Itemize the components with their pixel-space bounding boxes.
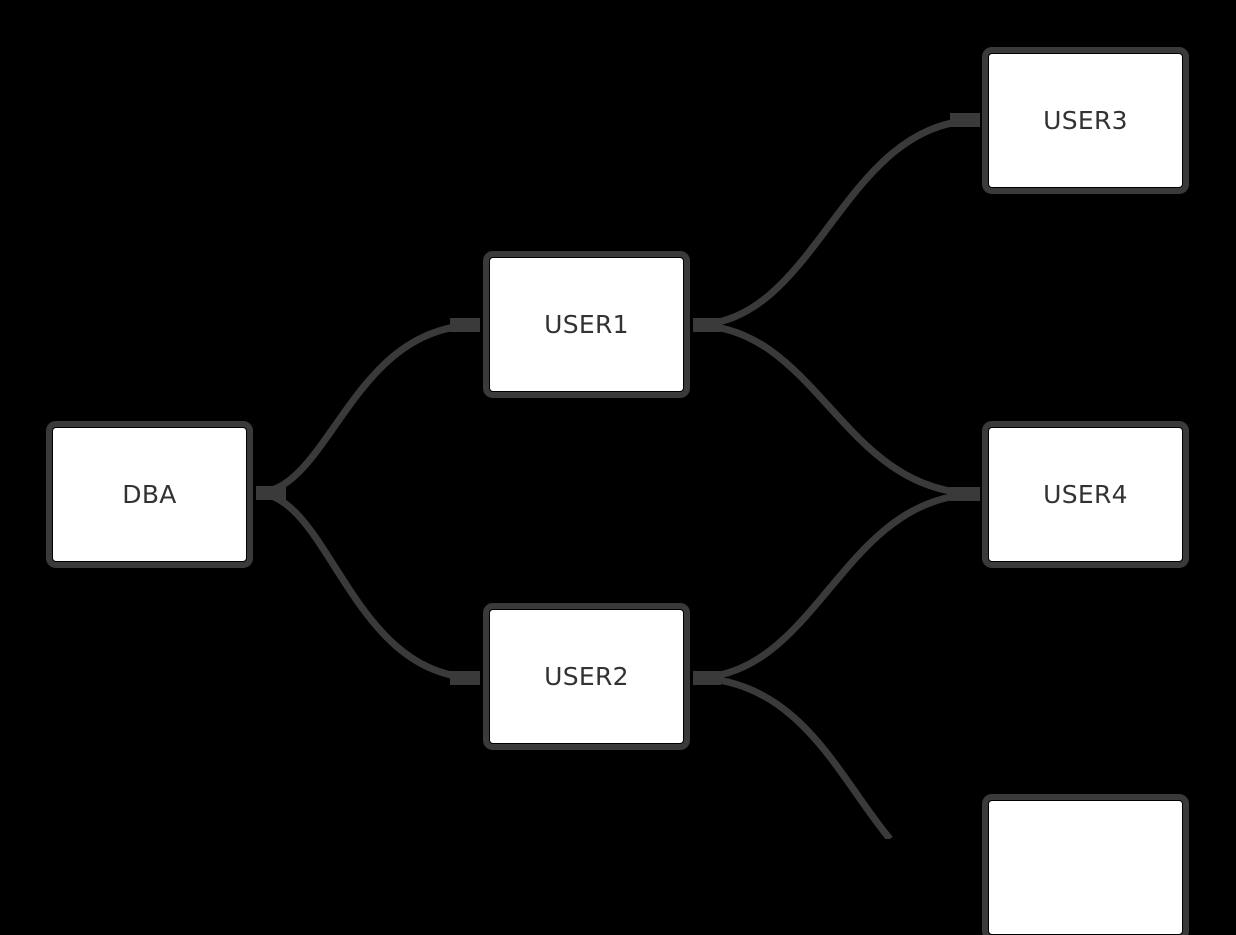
node-user3-label: USER3 bbox=[1043, 106, 1128, 135]
port-dba-out bbox=[256, 486, 286, 500]
tree-diagram: DBA USER1 USER2 USER3 USER4 bbox=[52, 53, 1183, 935]
node-user2-label: USER2 bbox=[544, 662, 629, 691]
node-user4-label: USER4 bbox=[1043, 480, 1128, 509]
edge-user2-user4 bbox=[692, 490, 981, 682]
node-user4[interactable]: USER4 bbox=[988, 427, 1183, 562]
port-user1-in bbox=[450, 318, 480, 332]
node-dba-label: DBA bbox=[122, 480, 177, 509]
node-user1-label: USER1 bbox=[544, 310, 629, 339]
port-user2-out bbox=[693, 671, 721, 685]
port-user4-in bbox=[950, 487, 980, 501]
port-user2-in bbox=[450, 671, 480, 685]
edge-dba-user1 bbox=[255, 321, 479, 497]
edge-user1-user4 bbox=[692, 321, 981, 498]
edge-layer bbox=[255, 113, 981, 839]
node-user2[interactable]: USER2 bbox=[489, 609, 684, 744]
port-user3-in bbox=[950, 113, 980, 127]
node-user3[interactable]: USER3 bbox=[988, 53, 1183, 188]
node-user5[interactable] bbox=[988, 800, 1183, 935]
edge-user2-user5 bbox=[692, 674, 893, 839]
node-user1[interactable]: USER1 bbox=[489, 257, 684, 392]
port-user1-out bbox=[693, 318, 721, 332]
node-dba[interactable]: DBA bbox=[52, 427, 247, 562]
edge-user1-user3 bbox=[692, 116, 981, 329]
edge-dba-user2 bbox=[255, 489, 479, 682]
